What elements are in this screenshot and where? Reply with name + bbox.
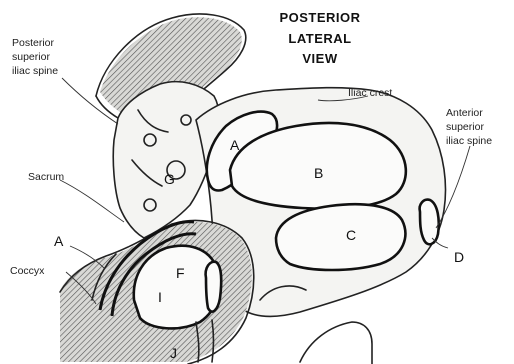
label-coccyx: Coccyx: [10, 265, 45, 277]
letter-i: I: [158, 289, 162, 305]
label-asis-line-3: iliac spine: [446, 135, 492, 147]
letter-b: B: [314, 165, 323, 181]
title-line-2: LATERAL: [288, 31, 351, 46]
label-asis-line-1: Anterior: [446, 107, 483, 119]
letter-j: J: [170, 345, 177, 361]
letter-d: D: [454, 249, 464, 265]
title-line-3: VIEW: [302, 51, 337, 66]
letter-a-top: A: [230, 137, 240, 153]
label-iliac-crest: Iliac crest: [348, 87, 392, 99]
label-psis-line-2: superior: [12, 51, 50, 63]
view-title: POSTERIOR LATERAL VIEW: [279, 10, 360, 66]
region-f: [206, 262, 222, 312]
region-d: [420, 200, 439, 245]
label-sacrum: Sacrum: [28, 171, 64, 183]
letter-f: F: [176, 265, 185, 281]
label-psis-line-1: Posterior: [12, 37, 55, 49]
label-asis-line-2: superior: [446, 121, 484, 133]
sacrum: [113, 82, 219, 238]
region-c: [276, 204, 405, 270]
title-line-1: POSTERIOR: [279, 10, 360, 25]
label-psis-line-3: iliac spine: [12, 65, 58, 77]
letter-c: C: [346, 227, 356, 243]
letter-g: G: [164, 171, 175, 187]
letter-a-left: A: [54, 233, 64, 249]
